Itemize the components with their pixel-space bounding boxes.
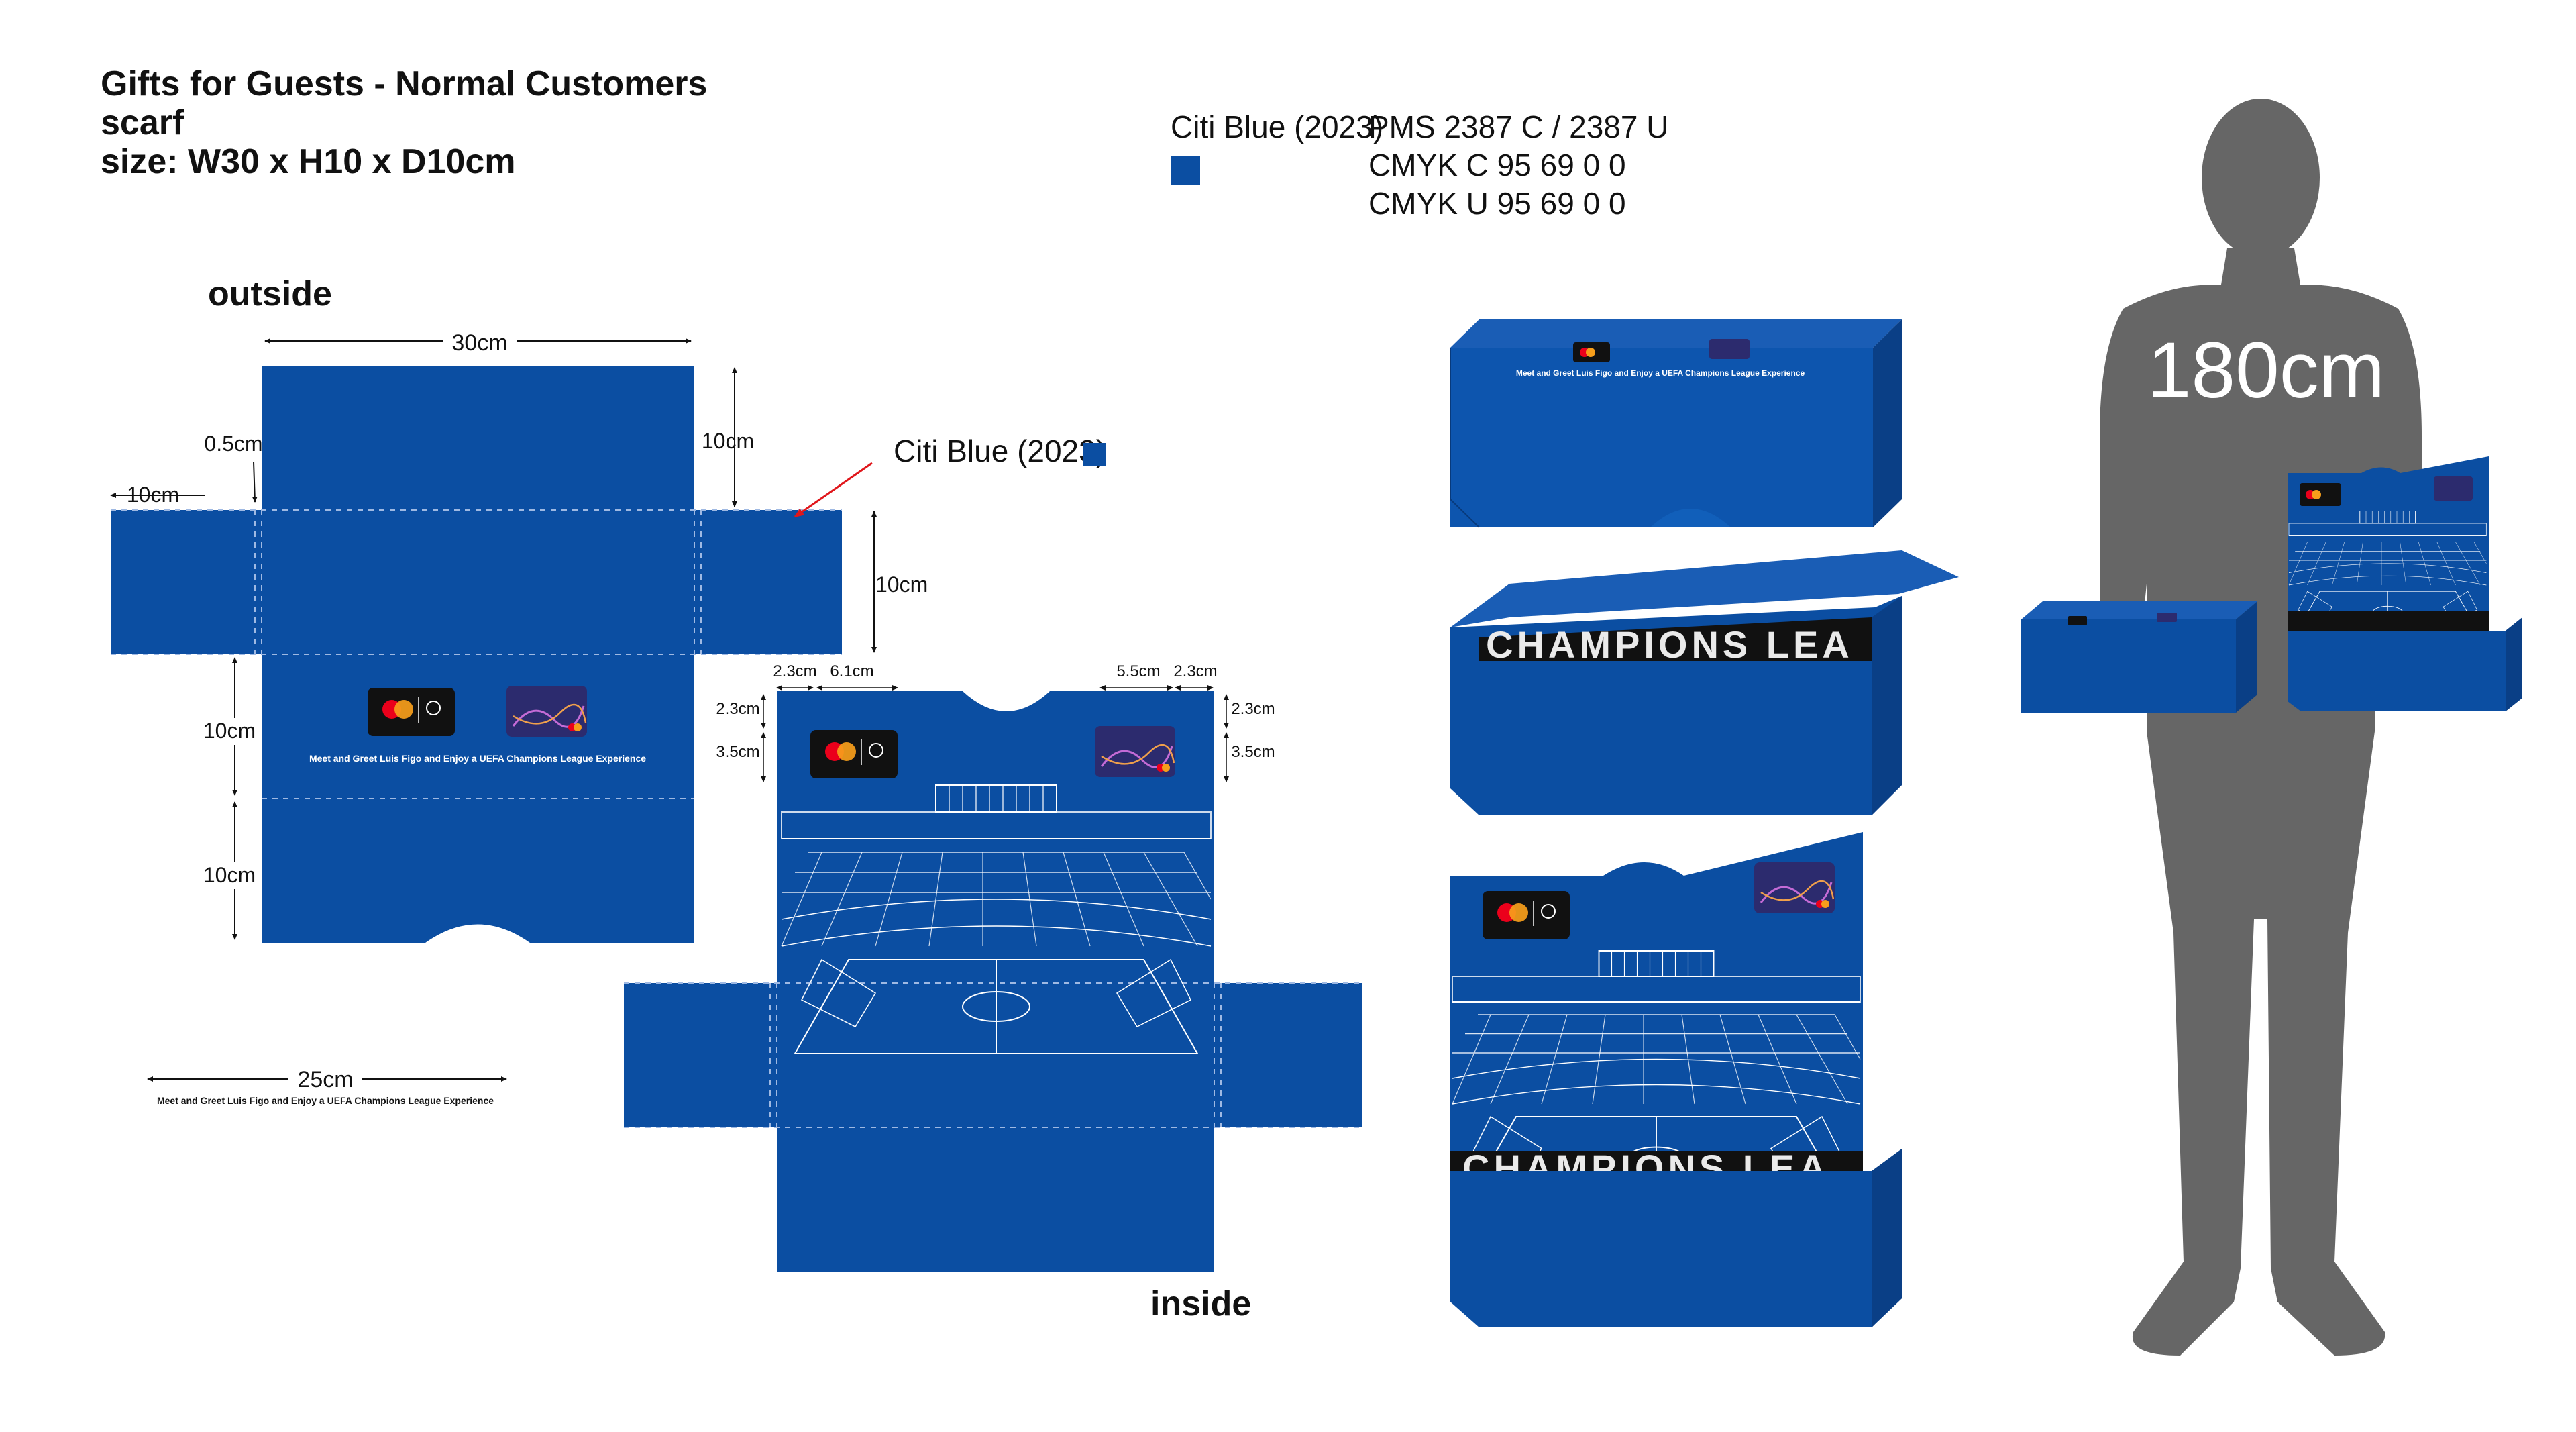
outside-label: outside — [208, 274, 332, 313]
outside-citi-card — [505, 684, 588, 738]
scale-box-small — [2021, 601, 2257, 713]
outside-dieline: Meet and Greet Luis Figo and Enjoy a UEF… — [111, 366, 842, 943]
dim-inside-left-1: 2.3cm — [716, 700, 759, 718]
person-silhouette — [2100, 99, 2422, 1356]
inside-citi-card — [1093, 725, 1177, 778]
color-spec-swatch — [1171, 156, 1200, 185]
mockup-box-tagline: Meet and Greet Luis Figo and Enjoy a UEF… — [1516, 368, 1805, 378]
mockup-open-box: CHAMPIONS LEA — [1450, 550, 1959, 815]
header-size: size: W30 x H10 x D10cm — [101, 142, 516, 181]
dim-side-left: 10cm — [127, 482, 179, 507]
color-spec-cmyk-c: CMYK C 95 69 0 0 — [1368, 148, 1626, 183]
callout-arrow — [794, 462, 873, 518]
dim-inside-left-2: 3.5cm — [716, 743, 759, 761]
dim-front-2: 10cm — [203, 863, 256, 887]
dim-depth: 10cm — [875, 572, 928, 597]
dim-tagline-width: 25cm — [297, 1067, 353, 1092]
outside-band — [111, 510, 842, 654]
color-spec-cmyk-u: CMYK U 95 69 0 0 — [1368, 186, 1626, 221]
outside-top-flap — [262, 366, 694, 510]
callout-color: Citi Blue (2023) — [894, 433, 1106, 468]
inside-dieline — [624, 691, 1362, 1272]
color-spec-name: Citi Blue (2023) — [1171, 109, 1383, 144]
mockup-display-box: CHAMPIONS LEA — [1450, 832, 1902, 1327]
dim-inside-c: 5.5cm — [1116, 662, 1160, 680]
dim-front-1: 10cm — [203, 719, 256, 743]
dim-inside-right-1: 2.3cm — [1231, 700, 1275, 718]
mockup-closed-box: Meet and Greet Luis Figo and Enjoy a UEF… — [1450, 319, 1902, 528]
header-title: Gifts for Guests - Normal Customers — [101, 64, 707, 103]
dim-inside-b: 6.1cm — [830, 662, 873, 680]
dim-flap-height: 10cm — [702, 429, 754, 453]
dim-width: 30cm — [451, 330, 507, 356]
inside-label: inside — [1150, 1284, 1251, 1323]
outside-mastercard-card — [367, 687, 455, 737]
height-label: 180cm — [2147, 326, 2385, 415]
inside-bottom-panel — [777, 1127, 1214, 1272]
header-product: scarf — [101, 103, 184, 142]
tagline-reference: Meet and Greet Luis Figo and Enjoy a UEF… — [157, 1095, 494, 1106]
inside-mastercard-card — [810, 729, 898, 779]
dim-inside-a: 2.3cm — [773, 662, 816, 680]
dim-inside-d: 2.3cm — [1173, 662, 1217, 680]
inside-band — [624, 983, 1362, 1127]
scale-box-display — [2288, 456, 2522, 711]
color-spec-pms: PMS 2387 C / 2387 U — [1368, 109, 1668, 144]
outside-tagline: Meet and Greet Luis Figo and Enjoy a UEF… — [309, 753, 646, 764]
dim-inside-right-2: 3.5cm — [1231, 743, 1275, 761]
dim-gap: 0.5cm — [204, 431, 262, 456]
callout-swatch — [1083, 443, 1106, 466]
mockup-scarf-text-1: CHAMPIONS LEA — [1486, 623, 1854, 666]
